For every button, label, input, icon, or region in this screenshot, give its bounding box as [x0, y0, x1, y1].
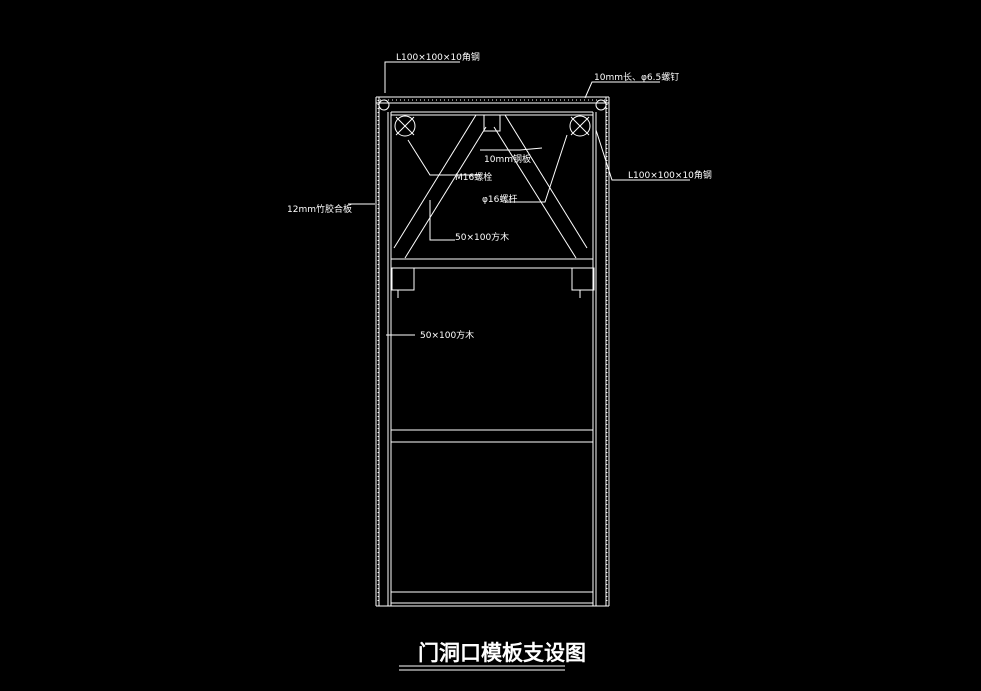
label-angle-steel-top-left: L100×100×10角钢: [396, 51, 480, 63]
right-corner-bolt: [569, 99, 607, 137]
drawing-title: 门洞口模板支设图: [418, 641, 586, 665]
leader-lines: [348, 61, 690, 336]
label-plywood: 12mm竹胶合板: [287, 203, 352, 215]
label-bolt-top-right: 10mm长、φ6.5螺钉: [594, 71, 679, 83]
left-plywood-wall: [375, 97, 392, 606]
top-steel-plate: [376, 96, 609, 116]
left-corner-bolt: [378, 99, 416, 137]
right-plywood-wall: [592, 97, 610, 606]
label-steel-plate: 10mm钢板: [484, 153, 531, 165]
label-bolt-rod: φ16螺杆: [482, 193, 517, 205]
middle-cross-beam: [391, 429, 593, 443]
label-bolt-left: M16螺栓: [455, 171, 492, 183]
label-angle-steel-right: L100×100×10角钢: [628, 169, 712, 181]
label-timber-inner: 50×100方木: [455, 231, 509, 243]
horizontal-timber-beam: [391, 258, 595, 298]
diagonal-braces: [393, 114, 588, 259]
bottom-edge: [376, 591, 609, 607]
label-timber-lower: 50×100方木: [420, 329, 474, 341]
